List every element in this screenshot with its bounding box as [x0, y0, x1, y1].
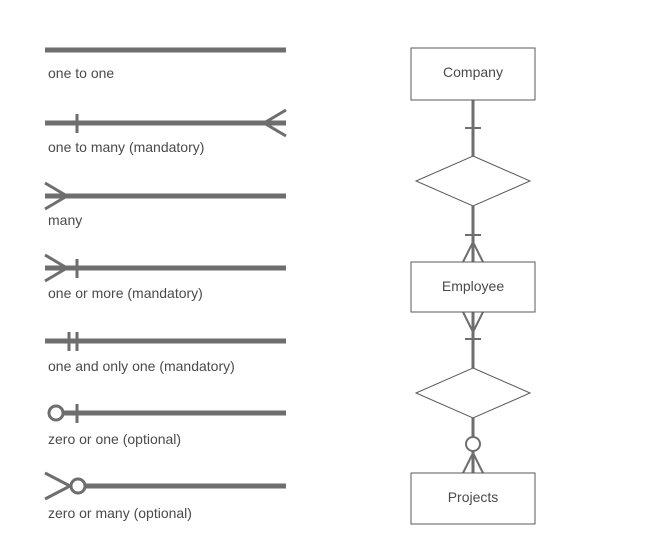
legend-label-one-to-one: one to one	[48, 65, 115, 81]
entity-box-company	[410, 47, 536, 101]
entity-label-company: Company	[443, 64, 503, 80]
entity-box-employee	[410, 261, 536, 313]
legend-label-one-and-only-one-mandatory: one and only one (mandatory)	[48, 358, 235, 374]
legend-label-zero-or-one-optional: zero or one (optional)	[48, 431, 182, 447]
entity-label-projects: Projects	[447, 489, 499, 505]
entity-label-employee: Employee	[441, 278, 505, 294]
legend-line-zero-or-many-optional	[44, 471, 286, 501]
legend-line-one-and-only-one-mandatory	[45, 332, 286, 351]
legend-line-one-to-many-mandatory	[45, 108, 287, 138]
connector-company-employee	[462, 100, 484, 263]
legend-label-one-or-more-mandatory: one or more (mandatory)	[48, 285, 203, 301]
relationship-diamond-employee-projects	[414, 367, 532, 419]
entity-box-projects	[410, 472, 536, 525]
legend-line-many	[44, 181, 286, 211]
legend-line-zero-or-one-optional	[47, 404, 286, 423]
connector-employee-projects	[462, 311, 484, 474]
legend-label-many: many	[48, 212, 83, 228]
legend-label-zero-or-many-optional: zero or many (optional)	[48, 505, 192, 521]
relationship-diamond-company-employee	[414, 155, 532, 207]
legend-label-one-to-many-mandatory: one to many (mandatory)	[48, 139, 205, 155]
legend-line-one-or-more-mandatory	[44, 253, 286, 283]
